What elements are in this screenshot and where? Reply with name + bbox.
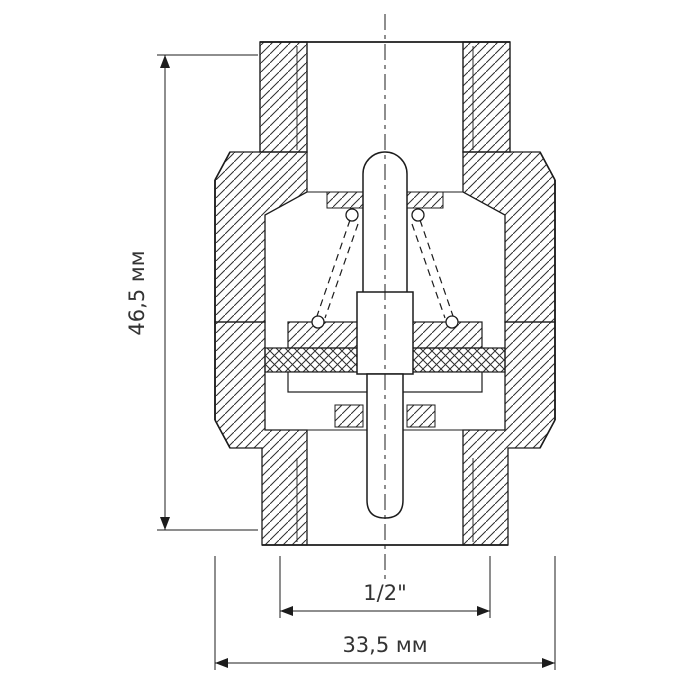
stem-collar <box>356 291 414 375</box>
top-port-right-wall <box>462 41 511 153</box>
spring-line-left-1 <box>316 219 351 317</box>
width-arrow-left <box>215 658 228 668</box>
width-dimension-label: 33,5 мм <box>342 633 427 657</box>
hex-chamfer-top-left <box>214 151 231 181</box>
spring-joint-top-left <box>345 208 359 222</box>
lower-guide-left <box>334 404 364 428</box>
hex-chamfer-bottom-left <box>214 419 231 449</box>
spring-joint-top-right <box>411 208 425 222</box>
dimension-height: 46,5 мм <box>125 54 258 531</box>
top-port-left-wall <box>259 41 308 153</box>
thread-dimension-label: 1/2" <box>363 581 406 605</box>
valve-body <box>214 41 556 546</box>
height-arrow-bottom <box>160 517 170 530</box>
hex-chamfer-top-right <box>539 151 556 181</box>
height-arrow-top <box>160 55 170 68</box>
spring-line-right-2 <box>411 223 446 319</box>
dimension-width: 33,5 мм <box>214 556 556 670</box>
height-dimension-label: 46,5 мм <box>125 250 149 335</box>
spring-joint-bottom-left <box>311 315 325 329</box>
width-arrow-right <box>542 658 555 668</box>
upper-guide-right <box>406 191 444 209</box>
lower-guide-right <box>406 404 436 428</box>
hex-chamfer-bottom-right <box>539 419 556 449</box>
thread-arrow-left <box>280 606 293 616</box>
stem-upper <box>362 151 408 333</box>
dimension-thread: 1/2" <box>279 556 491 618</box>
spring-line-left-2 <box>324 223 359 319</box>
thread-arrow-right <box>477 606 490 616</box>
upper-guide-left <box>326 191 364 209</box>
spring-line-right-1 <box>419 219 454 317</box>
spring-joint-bottom-right <box>445 315 459 329</box>
